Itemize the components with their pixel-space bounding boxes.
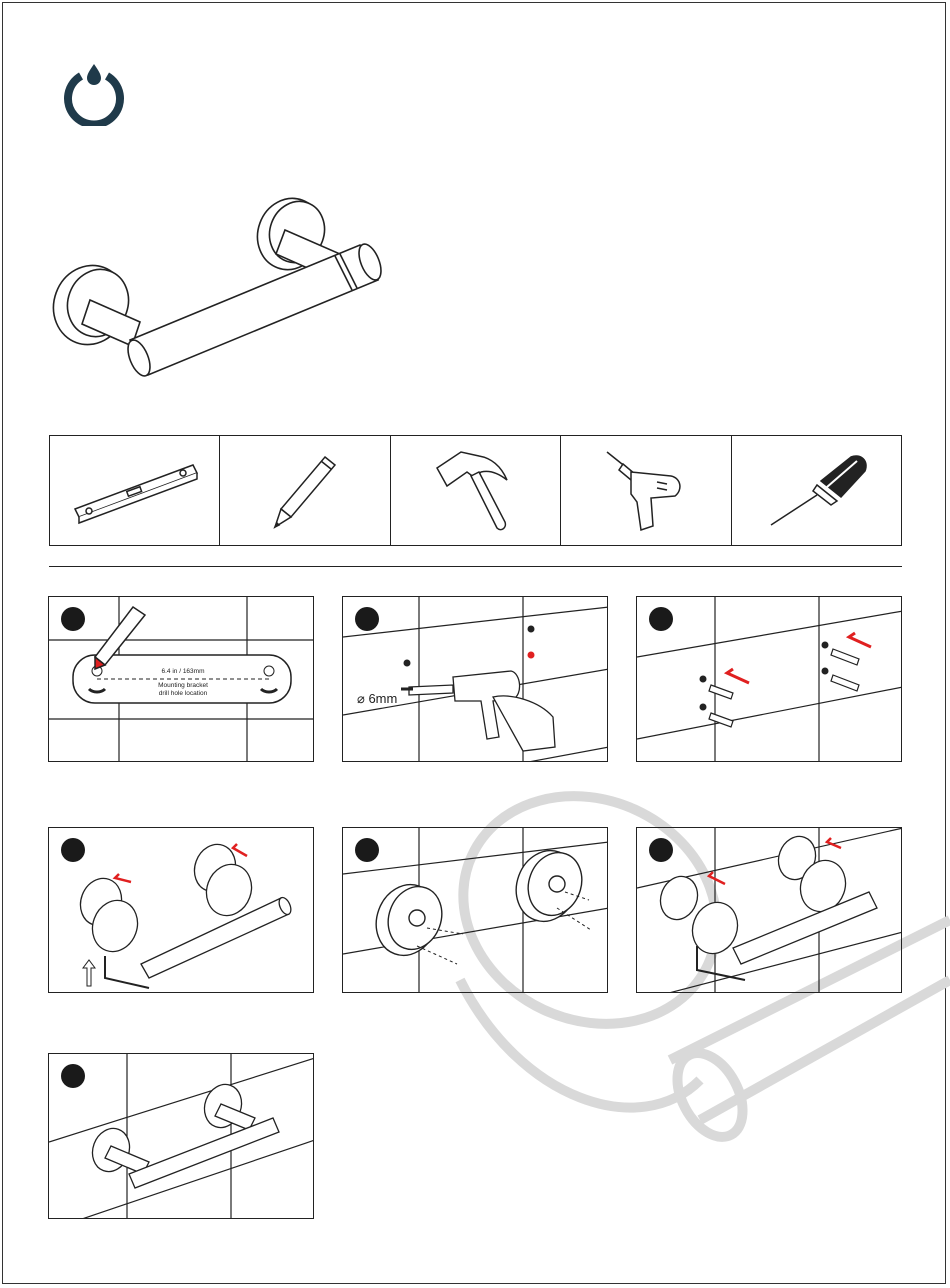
step-6-panel bbox=[636, 827, 902, 993]
bracket-caption-line1: Mounting bracket bbox=[158, 682, 208, 689]
step-3-panel bbox=[636, 596, 902, 762]
spirit-level-icon bbox=[65, 451, 205, 531]
bracket-spacing-label: 6.4 in / 163mm bbox=[162, 668, 205, 675]
power-drill-icon bbox=[601, 446, 691, 536]
step-2-panel: ⌀ 6mm bbox=[342, 596, 608, 762]
step-5-panel bbox=[342, 827, 608, 993]
bracket-caption-line2: drill hole location bbox=[159, 690, 208, 697]
tool-cell-level bbox=[50, 436, 220, 545]
step-number-badge bbox=[649, 838, 673, 862]
step-number-badge bbox=[649, 607, 673, 631]
step-7-panel bbox=[48, 1053, 314, 1219]
tool-cell-hammer bbox=[391, 436, 561, 545]
required-tools-table bbox=[49, 435, 902, 546]
tool-cell-pencil bbox=[220, 436, 390, 545]
step-number-badge bbox=[61, 1064, 85, 1088]
step-number-badge bbox=[61, 838, 85, 862]
product-illustration bbox=[40, 190, 400, 390]
pencil-icon bbox=[265, 451, 345, 531]
step-number-badge bbox=[61, 607, 85, 631]
tool-cell-screwdriver bbox=[732, 436, 901, 545]
section-divider bbox=[49, 566, 902, 567]
hammer-icon bbox=[431, 446, 521, 536]
step-number-badge bbox=[355, 607, 379, 631]
drill-size-label: ⌀ 6mm bbox=[357, 691, 397, 706]
step-1-panel: 6.4 in / 163mm Mounting bracket drill ho… bbox=[48, 596, 314, 762]
tool-cell-drill bbox=[561, 436, 731, 545]
step-number-badge bbox=[355, 838, 379, 862]
step-4-panel bbox=[48, 827, 314, 993]
screwdriver-icon bbox=[761, 451, 871, 531]
droplet-power-logo bbox=[62, 62, 126, 126]
